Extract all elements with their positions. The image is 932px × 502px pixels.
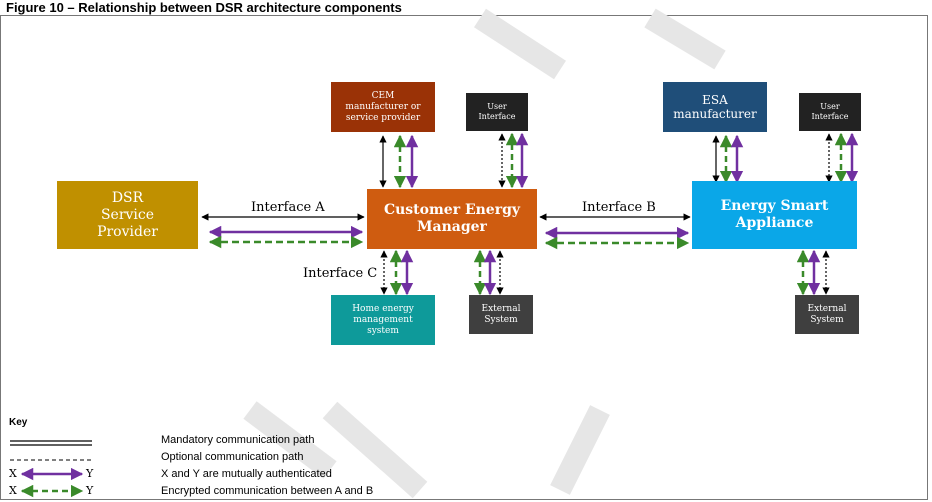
user-interface-esa-label: User Interface xyxy=(811,102,849,121)
external-system-cem-box: External System xyxy=(469,295,533,334)
cem-manufacturer-box: CEM manufacturer or service provider xyxy=(331,82,435,132)
hems-label: Home energy management system xyxy=(352,303,414,336)
home-energy-management-system-box: Home energy management system xyxy=(331,295,435,345)
link-esa-external xyxy=(796,249,830,296)
external-system-esa-box: External System xyxy=(795,295,859,334)
esa-manufacturer-box: ESA manufacturer xyxy=(663,82,767,132)
link-ui-cem xyxy=(498,132,529,189)
key-x-label-encrypted: X xyxy=(9,484,17,497)
figure-frame xyxy=(0,15,928,500)
interface-b-label: Interface B xyxy=(582,200,656,215)
external-system-cem-label: External System xyxy=(481,303,521,325)
key-y-label-encrypted: Y xyxy=(86,484,94,497)
key-title: Key xyxy=(9,417,28,428)
customer-energy-manager-box: Customer Energy Manager xyxy=(367,189,537,249)
key-item-authenticated: X and Y are mutually authenticated xyxy=(161,468,332,480)
energy-smart-appliance-box: Energy Smart Appliance xyxy=(692,181,857,249)
user-interface-cem-label: User Interface xyxy=(478,102,516,121)
link-esamanufacturer-esa xyxy=(712,134,744,184)
link-cem-external xyxy=(473,249,504,296)
interface-a-label: Interface A xyxy=(251,200,325,215)
key-item-mandatory: Mandatory communication path xyxy=(161,434,315,446)
link-cem-esa xyxy=(539,213,691,250)
link-ui-esa xyxy=(825,132,859,184)
background-decoration xyxy=(243,8,726,499)
key-y-label-authenticated: Y xyxy=(86,467,94,480)
user-interface-esa-box: User Interface xyxy=(799,93,861,131)
link-cemmanufacturer-cem xyxy=(379,134,419,189)
key-symbols xyxy=(10,440,92,498)
key-item-optional: Optional communication path xyxy=(161,451,304,463)
figure-title: Figure 10 – Relationship between DSR arc… xyxy=(6,0,402,15)
cem-label: Customer Energy Manager xyxy=(383,202,521,235)
user-interface-cem-box: User Interface xyxy=(466,93,528,131)
esa-manufacturer-label: ESA manufacturer xyxy=(673,93,757,121)
cem-manufacturer-label: CEM manufacturer or service provider xyxy=(345,90,421,123)
key-x-label-authenticated: X xyxy=(9,467,17,480)
esa-label: Energy Smart Appliance xyxy=(720,198,829,231)
interface-c-label: Interface C xyxy=(303,266,378,281)
dsr-label: DSR Service Provider xyxy=(97,189,158,240)
key-item-encrypted: Encrypted communication between A and B xyxy=(161,485,374,497)
external-system-esa-label: External System xyxy=(807,303,847,325)
link-cem-hems xyxy=(380,249,414,296)
dsr-service-provider-box: DSR Service Provider xyxy=(57,181,198,249)
link-dsr-cem xyxy=(201,213,365,249)
